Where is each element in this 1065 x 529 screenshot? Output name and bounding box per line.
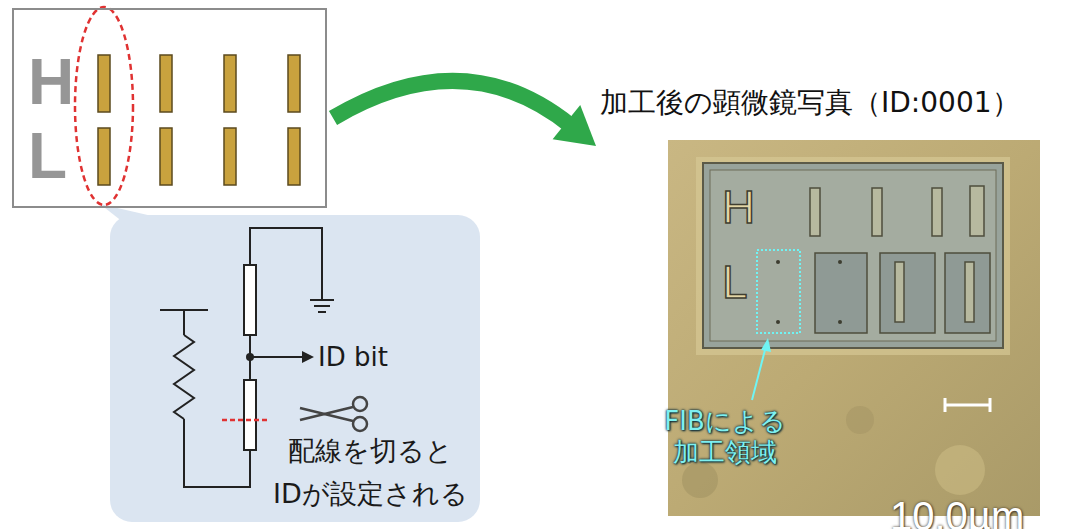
cut-line [222, 419, 270, 422]
photo-letter: H [722, 184, 755, 230]
photo-title: 加工後の顕微鏡写真（ID:0001） [600, 86, 1020, 120]
row-letter: H [28, 50, 74, 114]
callout-bubble: ID bit 配線を切ると IDが設定される [110, 215, 480, 522]
region-label: FIBによる 加工領域 [648, 406, 802, 468]
arrow-shaft [333, 81, 571, 126]
callout-bubble [110, 215, 480, 522]
junction-dot [246, 353, 254, 361]
id-fuse-panel: HL [12, 8, 327, 208]
arrowhead [553, 105, 596, 146]
flow-arrow [333, 81, 596, 146]
scissors-icon [300, 397, 367, 431]
signal-arrowhead [302, 351, 314, 363]
row-letter: L [28, 124, 67, 188]
highlight-ellipse [75, 7, 133, 205]
photo-letter: L [722, 259, 748, 305]
signal-label: ID bit [318, 342, 388, 372]
photo-panel: 加工後の顕微鏡写真（ID:0001） HL FIBによる 加工領域 10.0µm [598, 84, 1060, 529]
fuse-bars [98, 55, 300, 185]
scale-label: 10.0µm [890, 496, 1024, 529]
note-text: 配線を切ると IDが設定される [268, 429, 473, 515]
